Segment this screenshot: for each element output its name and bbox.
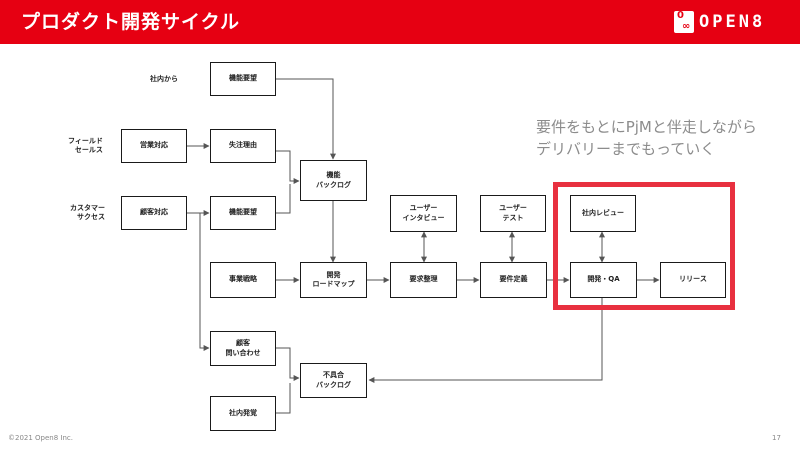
- box-dev-qa: 開発・QA: [570, 262, 637, 298]
- box-feature-backlog: 機能 バックログ: [300, 160, 367, 201]
- source-internal: 社内から: [150, 75, 178, 83]
- source-field-sales: フィールド セールス: [68, 137, 103, 155]
- box-user-interview: ユーザー インタビュー: [390, 195, 457, 232]
- logo-mark-bottom: ∞: [682, 21, 691, 32]
- box-bug-backlog: 不具合 バックログ: [300, 363, 367, 398]
- pjm-note: 要件をもとにPjMと伴走しながら デリバリーまでもっていく: [536, 118, 757, 158]
- box-requirements-def: 要件定義: [480, 262, 547, 298]
- box-requirements-org: 要求整理: [390, 262, 457, 298]
- box-user-test: ユーザー テスト: [480, 195, 546, 232]
- header-bar: プロダクト開発サイクル 0 ∞ OPEN8: [0, 0, 800, 44]
- logo-mark: 0 ∞: [674, 10, 694, 33]
- arrow-request-to-backlog: [276, 78, 336, 160]
- arrow-dev-to-bugs: [368, 298, 603, 383]
- arrow-request2-to-backlog: [276, 184, 291, 214]
- arrow-lost-to-backlog: [276, 150, 300, 184]
- box-sales-response: 営業対応: [121, 129, 187, 163]
- arrow-customer-to-inquiry: [199, 213, 210, 351]
- open8-logo: 0 ∞ OPEN8: [674, 10, 786, 34]
- box-business-strategy: 事業戦略: [210, 262, 276, 298]
- arrow-inquiry-to-bugs: [276, 347, 300, 381]
- box-customer-response: 顧客対応: [121, 196, 187, 230]
- box-dev-roadmap: 開発 ロードマップ: [300, 262, 367, 298]
- page-title: プロダクト開発サイクル: [21, 11, 241, 33]
- page-number: 17: [772, 434, 781, 442]
- logo-mark-top: 0: [677, 10, 684, 21]
- pjm-highlight-frame: [553, 182, 735, 310]
- box-feature-request-top: 機能要望: [210, 62, 276, 96]
- box-internal-review: 社内レビュー: [570, 195, 636, 232]
- box-release: リリース: [660, 262, 726, 298]
- box-customer-inquiry: 顧客 問い合わせ: [210, 331, 276, 366]
- box-internal-found: 社内発覚: [210, 396, 276, 431]
- logo-text: OPEN8: [699, 12, 766, 32]
- box-feature-request: 機能要望: [210, 196, 276, 230]
- copyright: ©2021 Open8 Inc.: [8, 434, 73, 442]
- source-customer-success: カスタマー サクセス: [70, 204, 105, 222]
- arrow-found-to-bugs: [276, 383, 291, 414]
- box-lost-reason: 失注理由: [210, 129, 276, 163]
